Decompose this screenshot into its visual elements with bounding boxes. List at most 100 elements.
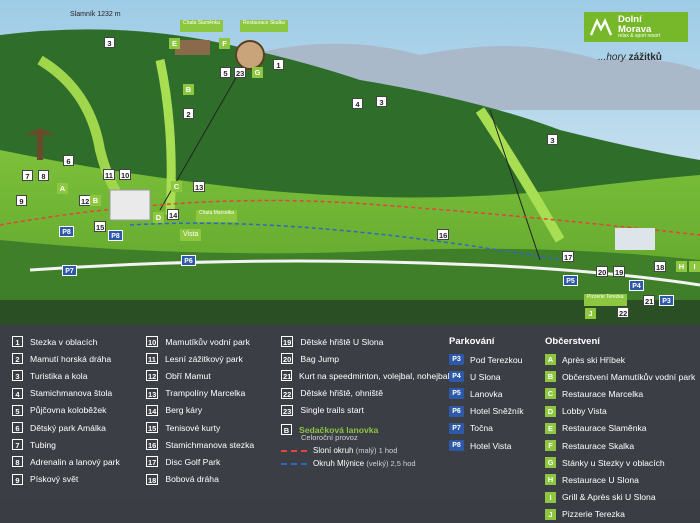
- map-food-F[interactable]: F: [219, 38, 230, 49]
- legend-attraction-label: Kurt na speedminton, volejbal, nohejbal: [299, 370, 450, 381]
- map-parking-P4[interactable]: P4: [629, 280, 644, 291]
- map-marker-2[interactable]: 2: [183, 108, 194, 119]
- map-marker-5[interactable]: 5: [220, 67, 231, 78]
- map-marker-22[interactable]: 22: [617, 307, 630, 318]
- map-marker-19[interactable]: 19: [613, 266, 626, 277]
- legend-food-label: Restaurace U Slona: [562, 474, 639, 485]
- map-marker-16[interactable]: 16: [437, 229, 450, 240]
- legend-attraction-badge: 19: [281, 336, 294, 348]
- map-food-G[interactable]: G: [252, 67, 263, 78]
- legend-attraction-badge: 12: [146, 370, 159, 382]
- map-food-D[interactable]: D: [153, 212, 164, 223]
- map-food-I[interactable]: I: [689, 261, 700, 272]
- sign-vista[interactable]: Vista: [180, 229, 202, 241]
- map-food-B2[interactable]: B: [90, 195, 101, 206]
- map-parking-P8[interactable]: P8: [59, 226, 74, 237]
- lift-title: Sedačková lanovka: [299, 424, 379, 435]
- sign-marcelka[interactable]: Chata Marcelka: [196, 210, 238, 222]
- map-food-H[interactable]: H: [676, 261, 687, 272]
- ski-slope-3: [475, 107, 565, 243]
- map-marker-11[interactable]: 11: [103, 169, 115, 180]
- map-marker-9[interactable]: 9: [16, 195, 27, 206]
- trail-small-swatch: [281, 449, 307, 452]
- legend-attraction-label: Disc Golf Park: [165, 456, 221, 467]
- map-marker-3c[interactable]: 3: [376, 96, 387, 107]
- legend-food-item: J Pizzerie Terezka: [545, 506, 695, 523]
- map-marker-10[interactable]: 10: [119, 169, 132, 180]
- map-marker-3b[interactable]: 3: [547, 134, 558, 145]
- legend-parking-badge: P6: [449, 405, 464, 417]
- legend-attraction-label: Pískový svět: [30, 474, 79, 485]
- legend-attraction-badge: 10: [146, 336, 159, 348]
- legend-food-item: H Restaurace U Slona: [545, 471, 695, 488]
- legend-attraction-label: Tenisové kurty: [165, 422, 221, 433]
- map-food-E[interactable]: E: [169, 38, 180, 49]
- tagline-bold: zážitků: [628, 52, 662, 63]
- map-marker-8[interactable]: 8: [38, 170, 49, 181]
- food-title: Občerstvení: [545, 336, 600, 347]
- map-marker-21[interactable]: 21: [643, 295, 656, 306]
- legend-food-badge: H: [545, 474, 556, 486]
- legend-attraction-badge: 4: [12, 387, 23, 399]
- lookout-tower: [37, 135, 43, 160]
- legend-attraction-badge: 2: [12, 353, 23, 365]
- sign-terezka[interactable]: Pizzerie Terezka: [584, 294, 627, 306]
- map-marker-15[interactable]: 15: [94, 221, 107, 232]
- resort-map: [0, 0, 700, 325]
- legend-attraction-badge: 1: [12, 336, 23, 348]
- legend-attraction-badge: 18: [146, 473, 159, 485]
- map-marker-17[interactable]: 17: [562, 251, 575, 262]
- legend-food-label: Restaurace Marcelka: [562, 388, 644, 399]
- legend-attraction-label: Stamichmanova stezka: [165, 439, 255, 450]
- map-food-A[interactable]: A: [57, 183, 68, 194]
- legend-attraction-badge: 8: [12, 456, 23, 468]
- legend-parking-label: Točna: [470, 423, 493, 434]
- legend-parking-badge: P5: [449, 388, 464, 400]
- legend-food-label: Après ski Hříbek: [562, 354, 626, 365]
- legend-attraction-label: Single trails start: [300, 405, 364, 416]
- legend-attraction-label: Stezka v oblacích: [30, 336, 98, 347]
- map-marker-1[interactable]: 1: [273, 59, 284, 70]
- sign-skalka[interactable]: Restaurace Skalka: [240, 20, 288, 32]
- legend-parking-item: P5 Lanovka: [449, 385, 524, 402]
- legend-food-badge: J: [545, 508, 556, 520]
- map-food-C[interactable]: C: [171, 181, 182, 192]
- legend-parking-label: Lanovka: [470, 388, 503, 399]
- legend-parking-label: U Slona: [470, 371, 501, 382]
- legend-food-label: Restaurace Skalka: [562, 440, 635, 451]
- legend-food-badge: E: [545, 422, 556, 434]
- map-marker-18[interactable]: 18: [654, 261, 667, 272]
- map-parking-P5[interactable]: P5: [563, 275, 578, 286]
- map-parking-P3[interactable]: P3: [659, 295, 674, 306]
- legend-food-label: Lobby Vista: [562, 406, 607, 417]
- legend-attraction-label: Berg káry: [165, 405, 203, 416]
- sign-slamenka[interactable]: Chata Slaměnka: [180, 20, 223, 32]
- map-parking-P8b[interactable]: P8: [108, 230, 123, 241]
- map-food-B[interactable]: B: [183, 84, 194, 95]
- map-parking-P7[interactable]: P7: [62, 265, 77, 276]
- map-marker-7[interactable]: 7: [22, 170, 33, 181]
- map-parking-P6[interactable]: P6: [181, 255, 196, 266]
- legend-food-label: Pizzerie Terezka: [562, 509, 625, 520]
- map-marker-4[interactable]: 4: [352, 98, 363, 109]
- map-marker-3[interactable]: 3: [104, 37, 115, 48]
- map-food-J[interactable]: J: [585, 308, 596, 319]
- map-marker-13[interactable]: 13: [193, 181, 206, 192]
- map-marker-23[interactable]: 23: [234, 67, 247, 78]
- legend-attraction-label: Adrenalin a lanový park: [30, 456, 120, 467]
- map-marker-6[interactable]: 6: [63, 155, 74, 166]
- map-marker-20[interactable]: 20: [596, 266, 609, 277]
- legend-parking-badge: P3: [449, 354, 464, 366]
- map-marker-14[interactable]: 14: [167, 209, 180, 220]
